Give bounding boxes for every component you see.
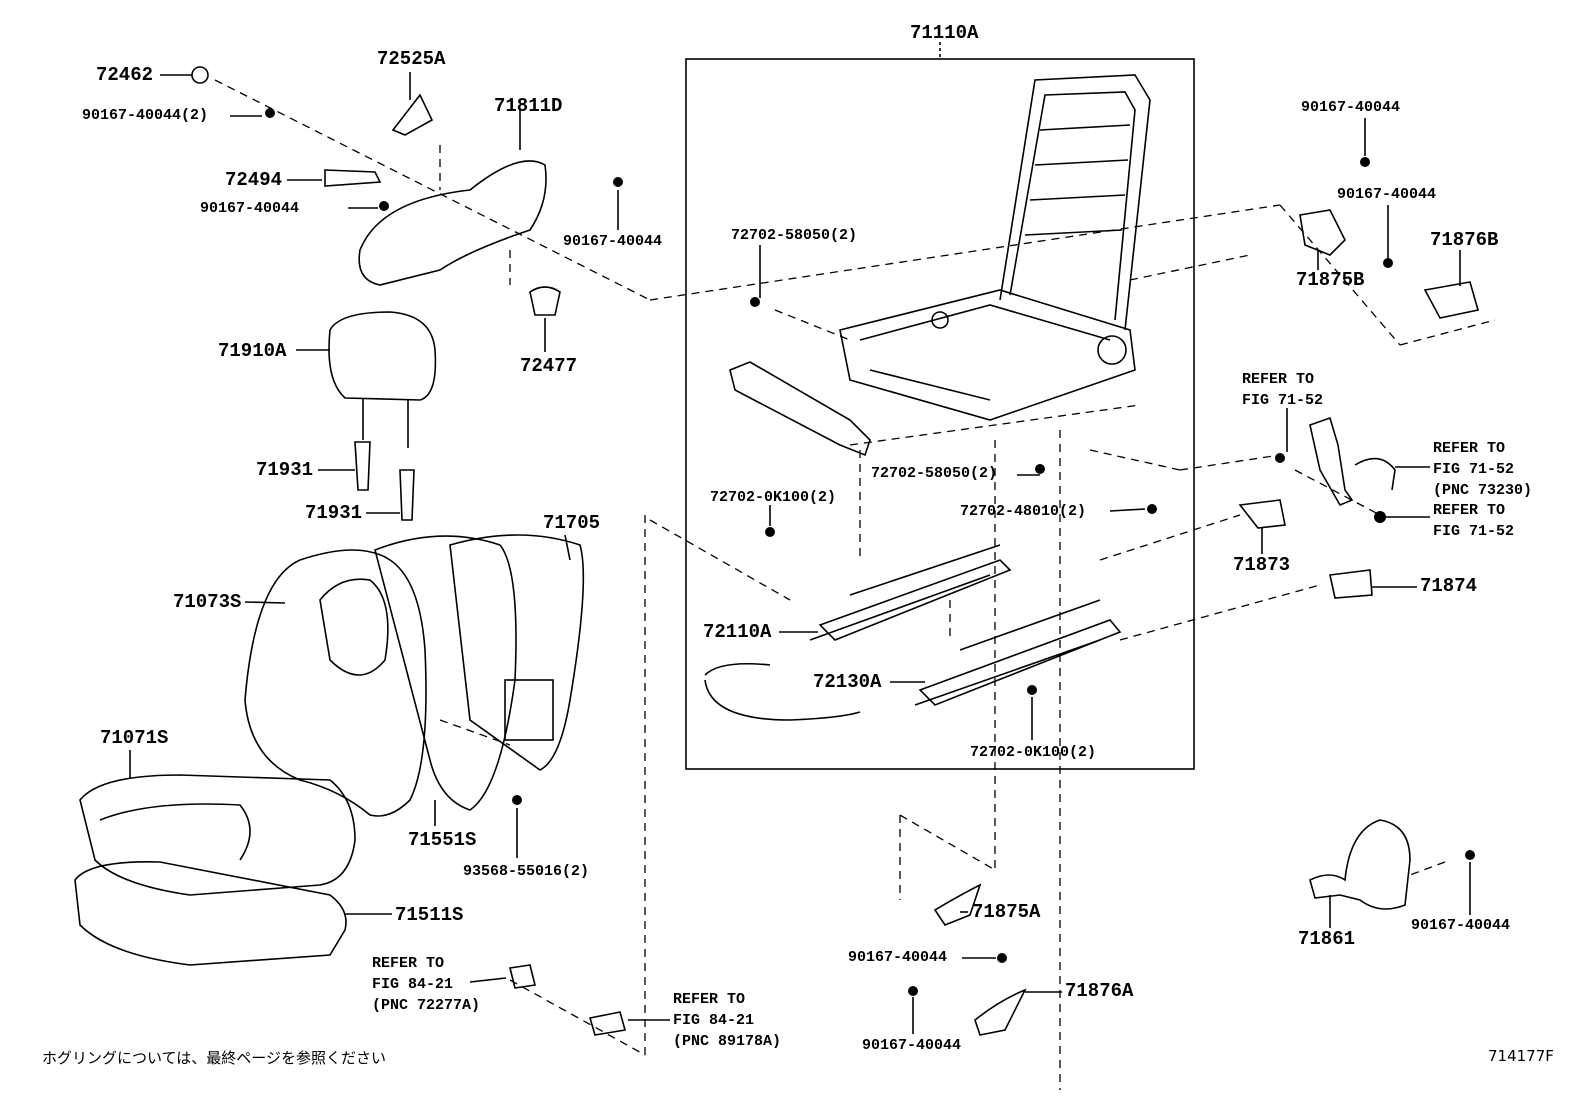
- headrest-drawing: [328, 311, 437, 401]
- hinge-cover-drawing: [1309, 819, 1411, 910]
- part-label: 71875A: [972, 901, 1041, 923]
- dashed-guide-lines: [214, 79, 1496, 1090]
- reference-note: REFER TO FIG 84-21 (PNC 89178A): [673, 989, 781, 1052]
- hog-ring-note: ホグリングについては、最終ページを参照ください: [42, 1049, 386, 1067]
- part-label: 71931: [305, 502, 363, 524]
- reference-note: REFER TO FIG 84-21 (PNC 72277A): [372, 953, 480, 1016]
- reference-line: REFER TO: [372, 955, 445, 972]
- part-label: 90167-40044(2): [82, 107, 209, 124]
- part-label: 71875B: [1296, 269, 1365, 291]
- part-label: 72477: [520, 355, 578, 377]
- part-label: 72702-0K100(2): [710, 489, 837, 506]
- part-label: 72494: [225, 169, 283, 191]
- reference-line: (PNC 89178A): [673, 1033, 782, 1050]
- reference-line: FIG 71-52: [1433, 523, 1515, 540]
- part-label: 90167-40044: [862, 1037, 962, 1054]
- reference-line: REFER TO: [1433, 502, 1506, 519]
- reference-line: (PNC 73230): [1433, 482, 1533, 499]
- part-label: 72525A: [377, 48, 446, 70]
- reference-line: (PNC 72277A): [372, 997, 481, 1014]
- reference-line: REFER TO: [673, 991, 746, 1008]
- part-label: 72702-0K100(2): [970, 744, 1097, 761]
- bracket-drawing: [1299, 209, 1346, 256]
- frame-assembly-box: [685, 58, 1195, 770]
- seatback-board-drawing: [449, 534, 585, 771]
- seat-frame-drawing: [839, 74, 1151, 421]
- part-label: 90167-40044: [563, 233, 663, 250]
- part-label: 71073S: [173, 591, 242, 613]
- part-label: 71876A: [1065, 980, 1134, 1002]
- part-label: 71873: [1233, 554, 1291, 576]
- reference-line: FIG 84-21: [673, 1012, 755, 1029]
- part-label: 71071S: [100, 727, 169, 749]
- part-label: 71910A: [218, 340, 287, 362]
- bolt-icons: [265, 108, 1475, 996]
- part-label: 71705: [543, 512, 601, 534]
- part-label: 72110A: [703, 621, 772, 643]
- side-rail-drawing: [729, 361, 871, 457]
- reference-note: REFER TO FIG 71-52: [1242, 369, 1323, 411]
- wire-drawing: [704, 662, 861, 721]
- seat-track-drawing: [809, 544, 1122, 706]
- reference-line: REFER TO: [1242, 371, 1315, 388]
- part-label: 72130A: [813, 671, 882, 693]
- reference-line: FIG 71-52: [1242, 392, 1324, 409]
- part-label: 71811D: [494, 95, 563, 117]
- part-label: 72702-58050(2): [731, 227, 858, 244]
- part-label: 72702-58050(2): [871, 465, 998, 482]
- seat-cushion-pad-drawing: [74, 861, 347, 966]
- part-label: 71931: [256, 459, 314, 481]
- part-label: 90167-40044: [1301, 99, 1401, 116]
- part-label: 93568-55016(2): [463, 863, 590, 880]
- shield-drawing: [358, 160, 547, 286]
- part-label: 71551S: [408, 829, 477, 851]
- seatbelt-buckle-drawing: [1309, 416, 1354, 507]
- seat-cushion-cover-drawing: [79, 774, 356, 896]
- part-label: 90167-40044: [1411, 917, 1511, 934]
- part-label: 72462: [96, 64, 154, 86]
- figure-code: 714177F: [1488, 1047, 1554, 1065]
- seatback-cover-drawing: [244, 549, 427, 817]
- reference-line: FIG 71-52: [1433, 461, 1515, 478]
- part-label: 90167-40044: [848, 949, 948, 966]
- part-label: 71861: [1298, 928, 1356, 950]
- part-label: 71511S: [395, 904, 464, 926]
- part-label: 90167-40044: [1337, 186, 1437, 203]
- part-label: 72702-48010(2): [960, 503, 1087, 520]
- reference-line: REFER TO: [1433, 440, 1506, 457]
- part-label: 90167-40044: [200, 200, 300, 217]
- reference-note: REFER TO FIG 71-52 (PNC 73230): [1433, 438, 1532, 501]
- reference-note: REFER TO FIG 71-52: [1433, 500, 1514, 542]
- reference-line: FIG 84-21: [372, 976, 454, 993]
- part-label: 71874: [1420, 575, 1478, 597]
- seatback-pad-drawing: [374, 535, 517, 811]
- leader-lines: [129, 72, 1471, 1034]
- part-label: 71876B: [1430, 229, 1499, 251]
- frame-assembly-label: 71110A: [910, 22, 979, 44]
